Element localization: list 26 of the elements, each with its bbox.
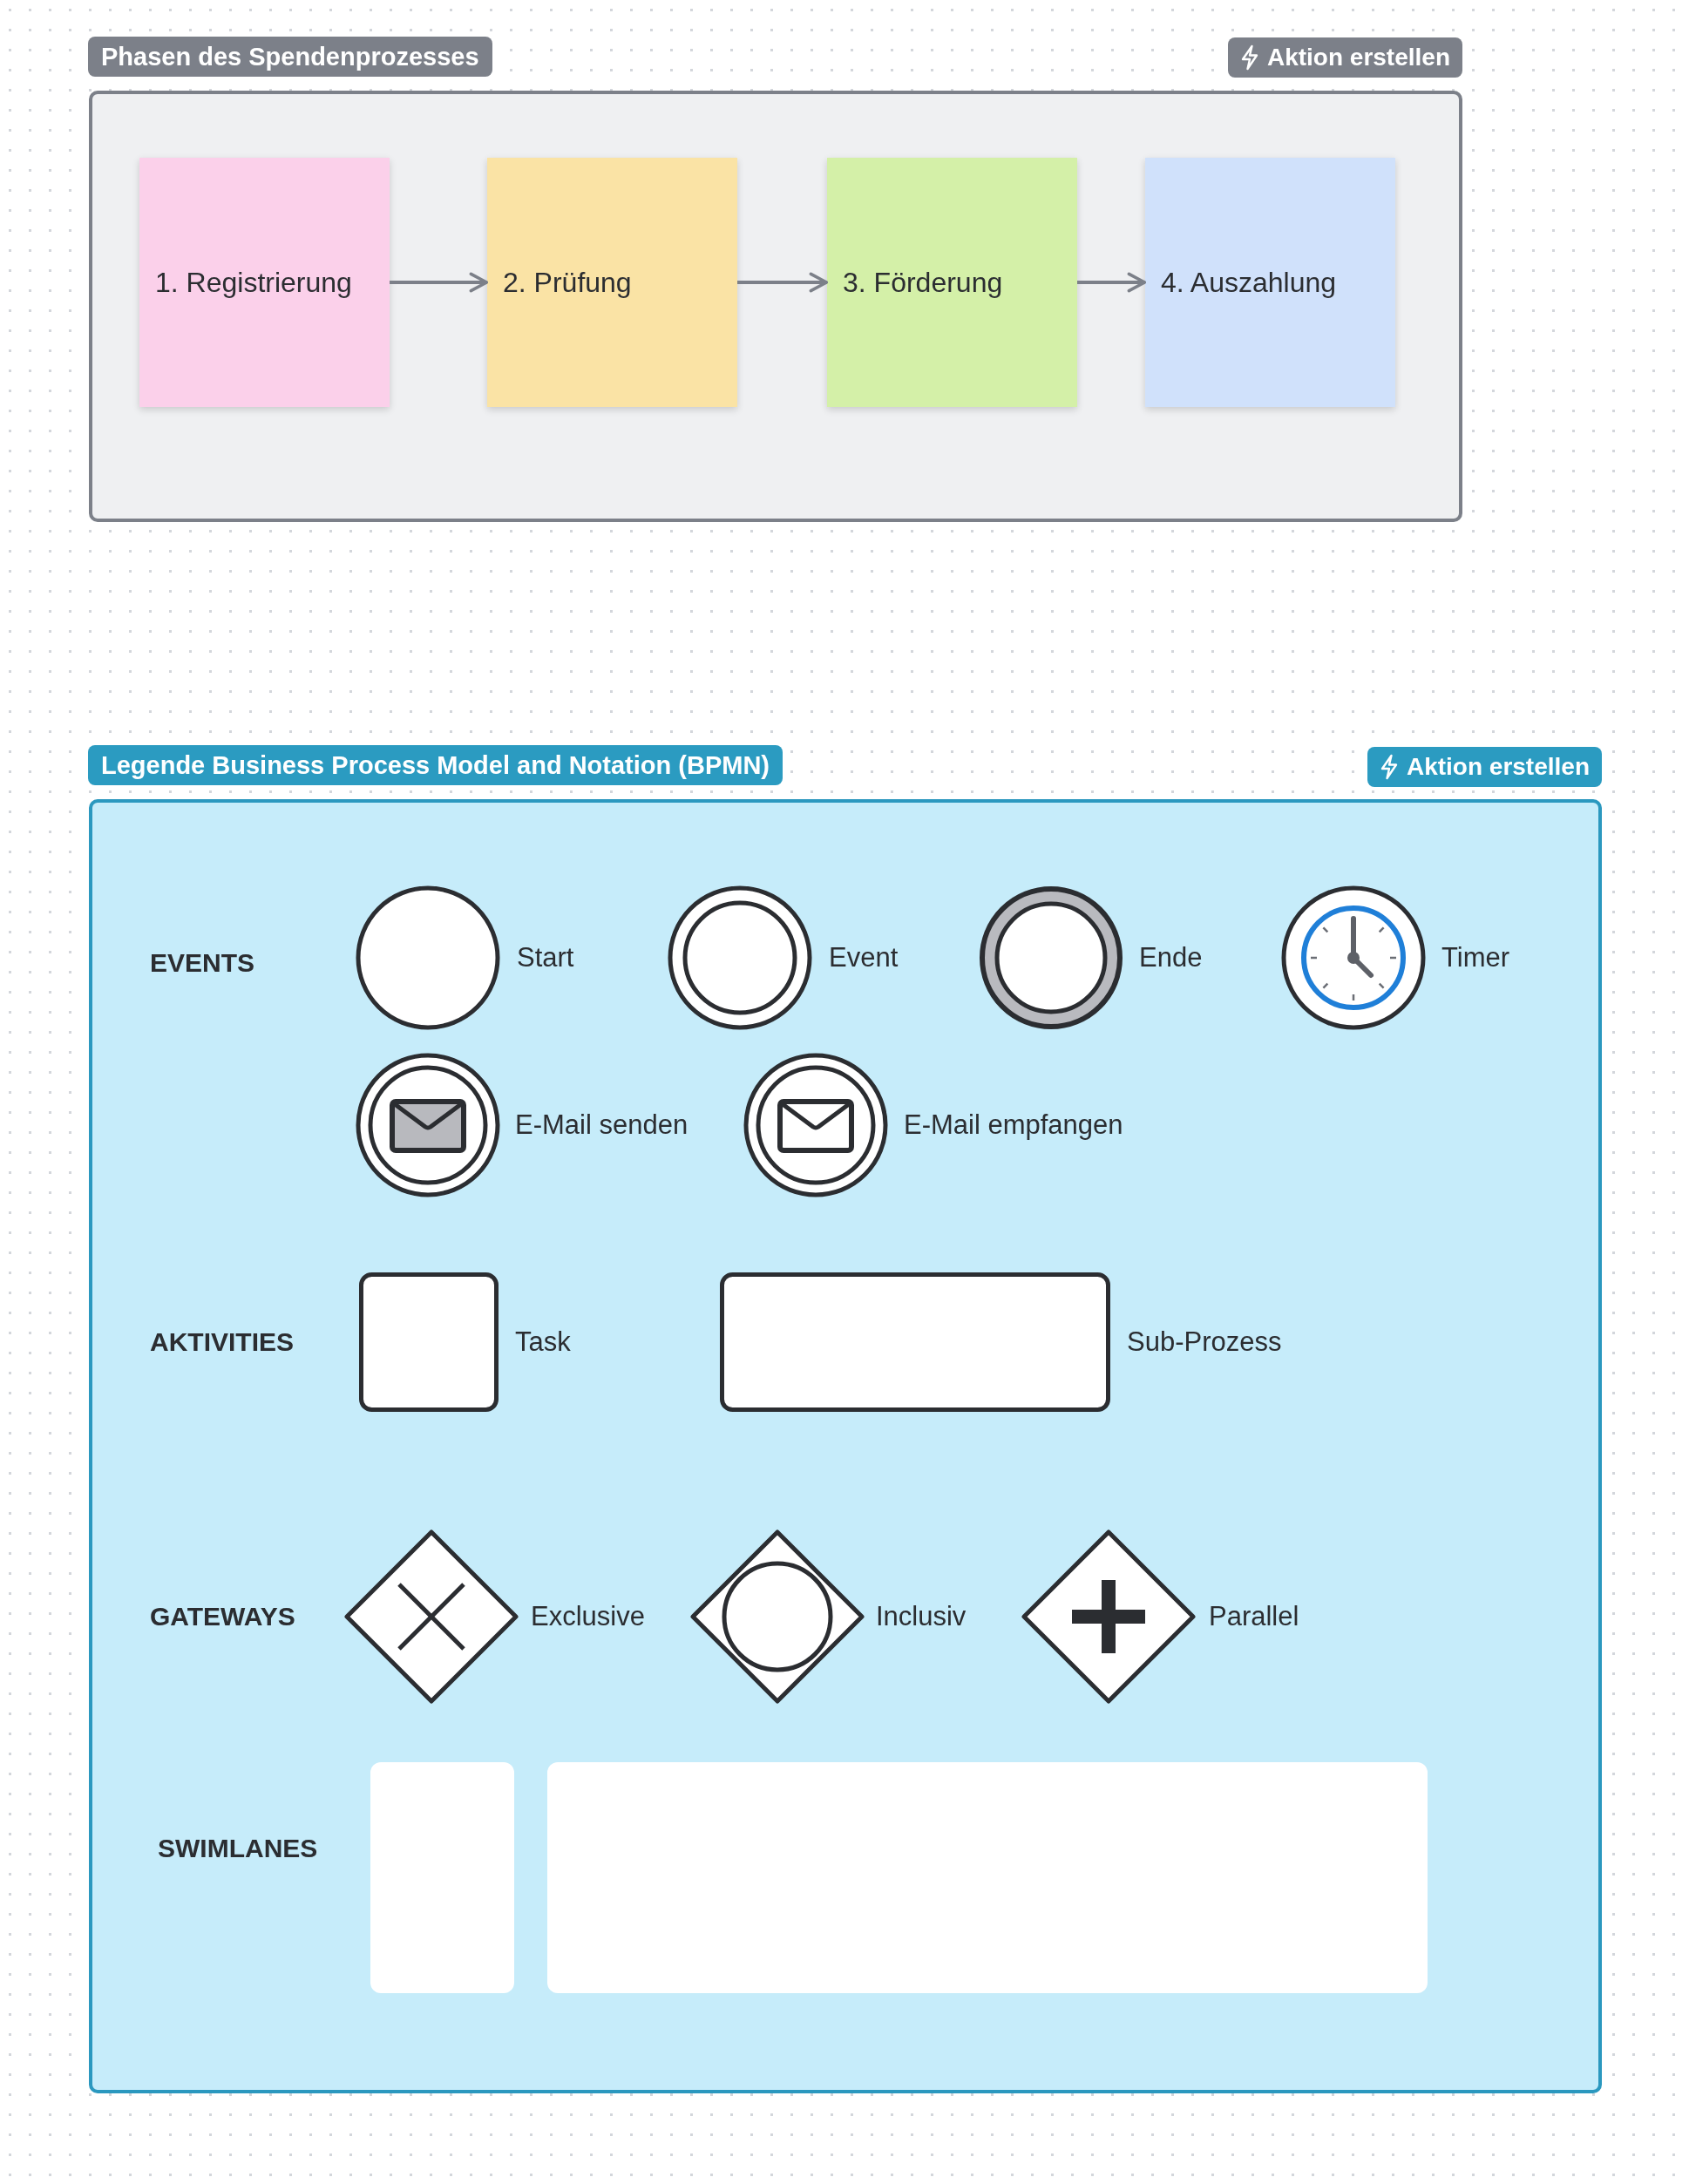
sticky-note: 3. Förderung [827, 158, 1077, 407]
category-heading: SWIMLANES [158, 1833, 318, 1864]
legend-label: E-Mail empfangen [904, 1109, 1123, 1142]
legend-label: Event [829, 941, 899, 974]
create-action-button: Aktion erstellen [1367, 747, 1602, 787]
legend-label: Parallel [1209, 1600, 1299, 1633]
category-heading: EVENTS [150, 947, 255, 979]
legend-label: Exclusive [531, 1600, 645, 1633]
legend-label: Timer [1441, 941, 1510, 974]
category-heading: AKTIVITIES [150, 1326, 294, 1358]
legend-label: Start [517, 941, 574, 974]
create-action-button: Aktion erstellen [1227, 37, 1462, 78]
frame-title: Legende Business Process Model and Notation (BPMN) [88, 745, 783, 785]
frame-title: Phasen des Spendenprozesses [88, 37, 492, 77]
category-heading: GATEWAYS [150, 1601, 295, 1632]
legend-label: Sub-Prozess [1127, 1326, 1282, 1359]
arrow [737, 272, 829, 293]
legend-label: Ende [1139, 941, 1203, 974]
arrow [1077, 272, 1147, 293]
sticky-note: 4. Auszahlung [1145, 158, 1395, 407]
arrow [390, 272, 489, 293]
legend-label: Task [515, 1326, 571, 1359]
sticky-note: 2. Prüfung [487, 158, 737, 407]
legend-label: E-Mail senden [515, 1109, 688, 1142]
sticky-note: 1. Registrierung [139, 158, 390, 407]
legend-label: Inclusiv [876, 1600, 967, 1633]
